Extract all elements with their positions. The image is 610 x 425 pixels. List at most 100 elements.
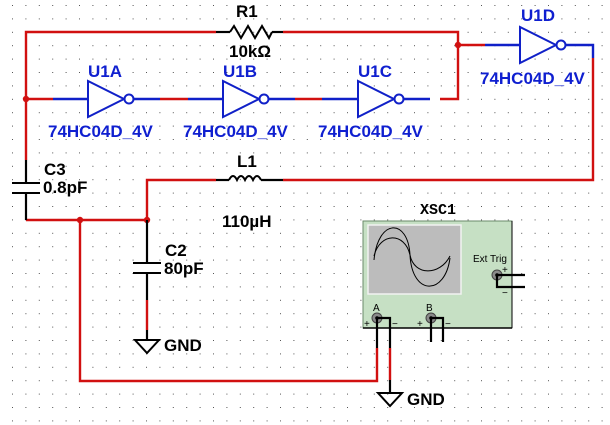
capacitor-c3[interactable]: C3 0.8pF [12, 160, 87, 220]
grid-dot [132, 340, 134, 341]
grid-dot [119, 246, 121, 248]
oscilloscope-xsc1[interactable]: XSC1 Ext Trig + − A + − B + − [362, 202, 525, 348]
grid-dot [534, 152, 536, 154]
resistor-r1[interactable]: R1 10kΩ [216, 2, 283, 61]
grid-dot [266, 232, 268, 234]
grid-dot [521, 165, 523, 167]
grid-dot [548, 152, 549, 154]
grid-dot [534, 31, 536, 33]
inverter-icon [519, 25, 559, 65]
grid-dot [548, 165, 549, 167]
grid-dot [574, 393, 576, 395]
grid-dot [132, 85, 134, 87]
inductor-l1[interactable]: L1 110µH [216, 152, 283, 231]
grid-dot [414, 219, 415, 221]
grid-dot [239, 206, 241, 207]
grid-dot [494, 112, 496, 114]
grid-dot [105, 206, 107, 207]
inverter-u1c[interactable]: U1C 74HC04D_4V [318, 62, 430, 141]
inverter-u1a[interactable]: U1A 74HC04D_4V [48, 62, 160, 141]
grid-dot [199, 326, 201, 328]
grid-dot [467, 125, 469, 127]
grid-dot [25, 326, 27, 328]
grid-dot [534, 407, 536, 408]
grid-dot [25, 232, 27, 234]
inverter-u1b[interactable]: U1B 74HC04D_4V [183, 62, 295, 141]
grid-dot [306, 18, 308, 20]
grid-dot [467, 393, 469, 395]
grid-dot [306, 353, 308, 355]
grid-dot [548, 85, 549, 87]
grid-dot [12, 98, 13, 100]
grid-dot [601, 152, 603, 154]
grid-dot [293, 420, 295, 422]
ground-gnd1[interactable]: GND [132, 330, 202, 355]
grid-dot [306, 139, 308, 140]
grid-dot [414, 112, 415, 114]
grid-dot [38, 58, 40, 60]
grid-dot [467, 192, 469, 194]
inverter-u1d[interactable]: U1D 74HC04D_4V [480, 6, 595, 88]
grid-dot [213, 366, 214, 368]
grid-dot [306, 58, 308, 60]
u1a-ref: U1A [88, 62, 122, 81]
grid-dot [266, 139, 268, 140]
grid-dot [306, 259, 308, 261]
grid-dot [280, 393, 281, 395]
grid-dot [601, 246, 603, 248]
wire-u1d-out[interactable] [283, 58, 595, 182]
grid-dot [38, 340, 40, 341]
capacitor-c2[interactable]: C2 80pF [133, 220, 204, 300]
grid-dot [427, 125, 429, 127]
grid-dot [253, 393, 255, 395]
grid-dot [574, 286, 576, 288]
grid-dot [92, 139, 94, 140]
grid-dot [588, 125, 590, 127]
grid-dot [159, 259, 161, 261]
grid-dot [213, 139, 214, 140]
grid-dot [105, 72, 107, 73]
wire-top-right[interactable] [283, 30, 460, 101]
grid-dot [266, 299, 268, 301]
grid-dot [159, 72, 161, 73]
grid-dot [280, 326, 281, 328]
grid-dot [266, 407, 268, 408]
grid-dot [280, 45, 281, 47]
grid-dot [25, 18, 27, 20]
grid-dot [548, 366, 549, 368]
grid-dot [521, 112, 523, 114]
grid-dot [119, 179, 121, 181]
grid-dot [132, 259, 134, 261]
grid-dot [132, 152, 134, 154]
grid-dot [320, 393, 322, 395]
grid-dot [293, 353, 295, 355]
grid-dot [387, 18, 389, 20]
wire-scope-a[interactable] [78, 220, 379, 383]
grid-dot [414, 165, 415, 167]
ground-gnd2[interactable]: GND [375, 380, 445, 409]
grid-dot [561, 98, 563, 100]
grid-dot [280, 85, 281, 87]
wire-l1-left[interactable] [145, 178, 216, 220]
grid-dot [280, 192, 281, 194]
grid-dot [320, 353, 322, 355]
grid-dot [132, 18, 134, 20]
grid-dot [548, 393, 549, 395]
grid-dot [38, 112, 40, 114]
grid-dot [25, 353, 27, 355]
grid-dot [92, 393, 94, 395]
grid-dot [588, 85, 590, 87]
grid-dot [548, 420, 549, 422]
grid-dot [360, 139, 362, 140]
grid-dot [213, 45, 214, 47]
wire-top-left[interactable] [24, 30, 216, 99]
grid-dot [467, 353, 469, 355]
grid-dot [588, 58, 590, 60]
grid-dot [534, 192, 536, 194]
grid-dot [65, 313, 67, 315]
grid-dot [52, 112, 54, 114]
grid-dot [52, 125, 54, 127]
grid-dot [400, 18, 402, 20]
grid-dot [92, 152, 94, 154]
